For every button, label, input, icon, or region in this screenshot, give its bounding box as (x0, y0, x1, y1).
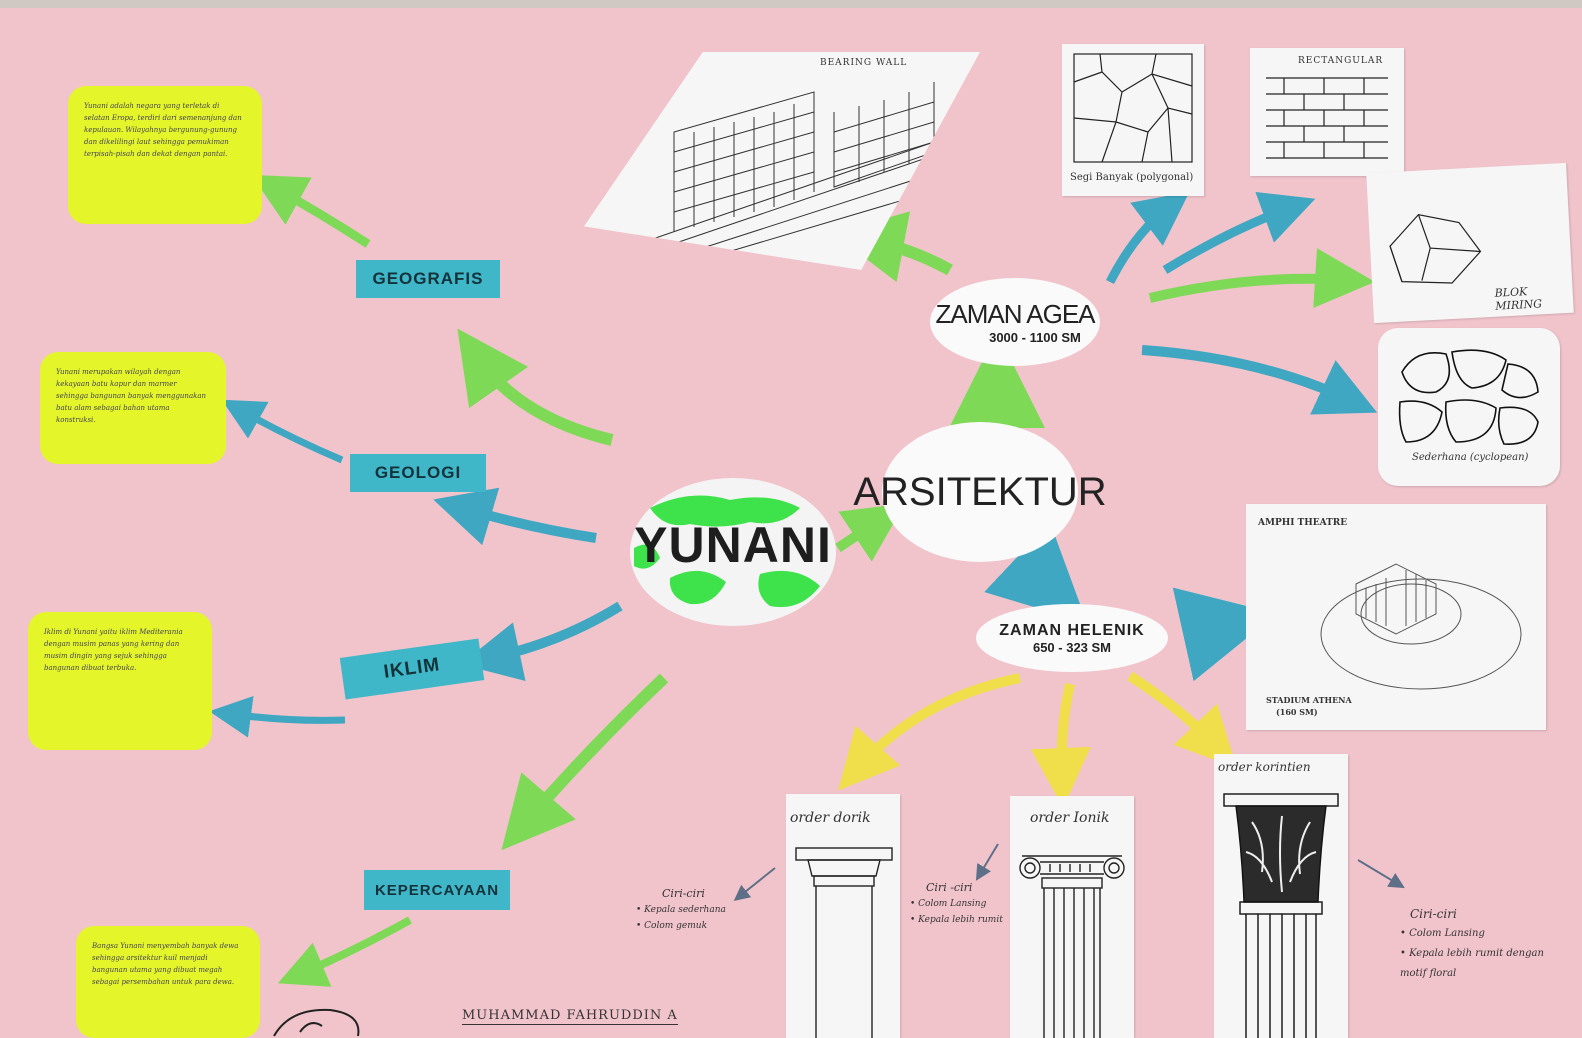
globe-land-icon (634, 495, 820, 608)
ciri-dorik: Ciri-ciri • Kepala sederhana • Colom gem… (636, 886, 766, 934)
amphi-label: AMPHI THEATRE (1258, 518, 1348, 528)
author-name: MUHAMMAD FAHRUDDIN A (462, 1008, 678, 1025)
ciri-ionik-title: Ciri -ciri (926, 881, 973, 894)
label-kepercayaan: KEPERCAYAAN (364, 870, 510, 910)
doric-column-icon (795, 847, 893, 1038)
zaman-helenik-date: 650 - 323 SM (1032, 639, 1112, 655)
yunani-globe: YUNANI (630, 478, 836, 626)
arrow-dorik (838, 673, 1021, 791)
arrows-layer (209, 174, 1405, 987)
rectangular-stone-icon (1266, 77, 1388, 159)
column-order-korintien: order korintien (1214, 754, 1348, 1038)
ciri-korintien-item-2: • Kepala lebih rumit dengan motif floral (1400, 948, 1544, 979)
image-polygonal: Segi Banyak (polygonal) (1062, 44, 1204, 196)
ciri-ionik-item-2: • Kepala lebih rumit (910, 915, 1003, 925)
bearing-wall-label: BEARING WALL (820, 58, 908, 68)
arrow-korintien (1127, 671, 1237, 768)
arrow-blok-miring (1148, 248, 1375, 309)
polygonal-label: Segi Banyak (polygonal) (1070, 172, 1194, 183)
arrow-ciri-korintien (1357, 859, 1405, 889)
zaman-agea-date: 3000 - 1100 SM (989, 330, 1081, 345)
arrow-yunani-hub (835, 503, 905, 562)
ciri-dorik-item-2: • Colom gemuk (636, 921, 708, 931)
order-ionik-label: order Ionik (1030, 810, 1110, 826)
cyclopean-stone-icon (1398, 349, 1539, 445)
ionic-column-icon (1019, 855, 1125, 1038)
arrow-iklim-note (209, 695, 346, 738)
blok-miring-stone-icon (1389, 214, 1482, 284)
arrow-polygonal (1105, 191, 1190, 285)
polygonal-stone-icon (1073, 53, 1193, 163)
column-order-dorik: order dorik (786, 794, 900, 1038)
rectangular-label: RECTANGULAR (1298, 56, 1384, 66)
ciri-dorik-title: Ciri-ciri (662, 887, 705, 900)
ciri-korintien-item-1: • Colom Lansing (1400, 928, 1485, 939)
image-blok-miring: BLOK MIRING (1366, 162, 1574, 324)
note-iklim: Iklim di Yunani yaitu iklim Mediterania … (28, 612, 212, 750)
note-geologi: Yunani merupakan wilayah dengan kekayaan… (40, 352, 226, 464)
arrow-hub-helenik (984, 522, 1087, 623)
ciri-ionik: Ciri -ciri • Colom Lansing • Kepala lebi… (910, 880, 1010, 928)
label-geografis: GEOGRAFIS (356, 260, 500, 298)
arrow-aegea-wall (832, 211, 953, 283)
arrow-ciri-dorik (733, 867, 776, 901)
image-cyclopean: Sederhana (cyclopean) (1378, 328, 1560, 486)
arrow-kepercayaan (501, 673, 669, 851)
arrow-geografis (251, 174, 371, 248)
ciri-korintien-title: Ciri-ciri (1410, 907, 1457, 921)
corinthian-column-icon (1223, 793, 1339, 1038)
oval-zaman-agea: ZAMAN AGEA 3000 - 1100 SM (930, 278, 1100, 366)
order-korintien-label: order korintien (1218, 760, 1311, 774)
column-order-ionik: order Ionik (1010, 796, 1134, 1038)
arrow-yunani-geografis (457, 328, 614, 446)
arrow-kepercayaan-note (277, 916, 412, 987)
arrow-yunani-iklim (460, 601, 623, 682)
zaman-agea-title: ZAMAN AGEA (935, 299, 1095, 329)
label-geologi: GEOLOGI (350, 454, 486, 492)
arrow-ionik (1030, 682, 1091, 808)
arrow-cyclopean (1141, 345, 1378, 415)
ciri-korintien: Ciri-ciri • Colom Lansing • Kepala lebih… (1400, 904, 1550, 984)
arrow-rectangular (1162, 191, 1316, 274)
arrow-geologi-note (221, 399, 344, 464)
amphi-theatre-icon (1320, 563, 1522, 690)
arrow-yunani-geologi (433, 487, 597, 546)
order-dorik-label: order dorik (790, 810, 871, 826)
blok-miring-label: BLOK MIRING (1494, 285, 1543, 313)
stadium-line-2: (160 SM) (1276, 707, 1318, 717)
yunani-title: YUNANI (634, 517, 832, 573)
image-rectangular: RECTANGULAR (1250, 48, 1404, 176)
arrow-amphi (1172, 587, 1277, 682)
ciri-dorik-item-1: • Kepala sederhana (636, 905, 726, 915)
zaman-helenik-title: ZAMAN HELENIK (999, 621, 1145, 639)
ciri-ionik-item-1: • Colom Lansing (910, 899, 987, 909)
stadium-caption: STADIUM ATHENA (160 SM) (1266, 694, 1352, 718)
poster-board: Yunani adalah negara yang terletak di se… (0, 8, 1582, 1038)
hub-arsitektur: ARSITEKTUR (853, 422, 1107, 562)
note-kepercayaan: Bangsa Yunani menyembah banyak dewa sehi… (76, 926, 260, 1038)
oval-zaman-helenik: ZAMAN HELENIK 650 - 323 SM (976, 604, 1168, 672)
note-geografis: Yunani adalah negara yang terletak di se… (68, 86, 262, 224)
image-amphi-theatre: AMPHI THEATRE STADIUM ATHENA (160 SM) (1246, 504, 1546, 730)
arrow-ciri-ionik (975, 843, 999, 881)
stadium-line-1: STADIUM ATHENA (1266, 695, 1352, 705)
cyclopean-label: Sederhana (cyclopean) (1412, 452, 1529, 463)
signature-icon (273, 1008, 360, 1037)
